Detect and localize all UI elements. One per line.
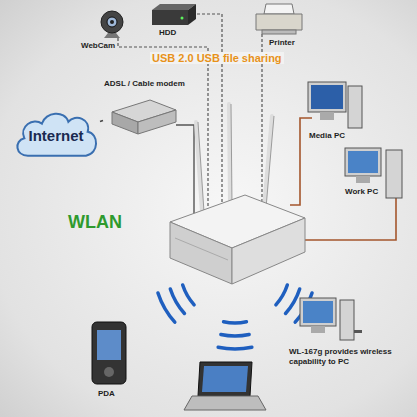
hdd-icon [181, 17, 184, 20]
wireless-wave [218, 347, 252, 349]
work-pc-icon [386, 150, 402, 198]
work-pc-icon [345, 148, 402, 198]
hdd-icon [188, 4, 196, 25]
webcam-icon [104, 33, 120, 38]
printer-icon [256, 4, 302, 34]
hdd-icon [152, 4, 196, 25]
modem-icon [112, 112, 138, 134]
cloud-label: Internet [28, 127, 83, 145]
router-icon [170, 195, 305, 284]
hdd-icon [152, 10, 188, 25]
pda-icon [92, 322, 126, 384]
wl-pc-icon [354, 330, 362, 333]
media-pc-icon [320, 112, 334, 120]
antenna-edge [198, 104, 274, 212]
pda-icon [104, 367, 114, 377]
printer-icon [262, 30, 296, 34]
device-name: WebCam [81, 41, 115, 51]
device-name: Media PC [309, 131, 345, 141]
laptop-icon [198, 362, 252, 396]
wl-pc-icon [303, 301, 333, 323]
device-name: ADSL / Cable modem [104, 79, 181, 89]
device-label: WL-167g provides wireless capability to … [288, 346, 412, 367]
wireless-wave [286, 289, 300, 313]
wl-pc-icon [300, 298, 336, 326]
webcam-icon [107, 17, 117, 27]
media-pc-icon [311, 85, 343, 109]
media-pc-icon [308, 82, 362, 128]
pda-icon [97, 330, 121, 360]
wireless-wave [183, 285, 194, 305]
wlan-label: WLAN [66, 212, 124, 233]
router-icon [175, 238, 228, 260]
modem-wire [176, 125, 194, 216]
device-name: PDA [98, 389, 115, 399]
device-label: PDA [97, 388, 116, 400]
wl-pc-icon [340, 300, 354, 340]
antenna-edge [198, 122, 204, 212]
device-label: Work PC [344, 186, 379, 198]
printer-icon [256, 14, 302, 30]
router-icon [170, 222, 232, 284]
pda-icon [92, 322, 126, 384]
internet-cloud: Internet [12, 108, 100, 163]
cloud-shape [17, 114, 96, 156]
laptop-icon [184, 362, 266, 410]
device-name: Printer [269, 38, 295, 48]
device-label: ADSL / Cable modem [103, 78, 182, 138]
device-name: Work PC [345, 187, 378, 197]
antenna [196, 104, 272, 212]
antenna [264, 116, 272, 208]
antenna-edge [231, 104, 232, 204]
laptop-icon [202, 366, 248, 392]
device-label: HDD [158, 27, 177, 39]
wireless-wave [158, 293, 175, 322]
antenna-edge [266, 116, 274, 208]
wireless-wave [276, 285, 287, 305]
webcam-icon [101, 11, 123, 38]
printer-icon [264, 4, 294, 14]
wl-pc-icon [311, 326, 325, 333]
usb-wire [192, 14, 222, 210]
usb-caption: USB 2.0 USB file sharing [150, 52, 284, 64]
device-name: HDD [159, 28, 176, 38]
wl-pc-icon [300, 298, 362, 340]
modem-icon [112, 100, 176, 134]
laptop-icon [184, 396, 266, 410]
wireless-wave [224, 322, 247, 323]
device-label: Printer [268, 37, 296, 49]
work-pc-icon [348, 151, 378, 173]
webcam-icon [110, 20, 114, 24]
wireless-wave [158, 285, 312, 349]
media-pc-icon [348, 86, 362, 128]
lan-wire [290, 118, 396, 240]
cable-line [100, 120, 103, 123]
lan-wire [303, 198, 396, 240]
device-name: WL-167g provides wireless capability to … [289, 347, 411, 366]
webcam-icon [101, 11, 123, 33]
media-pc-icon [308, 82, 346, 112]
device-label: Media PC [308, 130, 346, 142]
wireless-wave [221, 335, 249, 336]
wireless-wave [170, 289, 184, 313]
work-pc-icon [345, 148, 381, 176]
modem-icon [138, 110, 176, 134]
router-icon [232, 218, 305, 284]
antenna [229, 104, 230, 204]
work-pc-icon [356, 176, 370, 183]
lan-wire [290, 118, 312, 205]
device-label: WebCam [80, 40, 116, 52]
